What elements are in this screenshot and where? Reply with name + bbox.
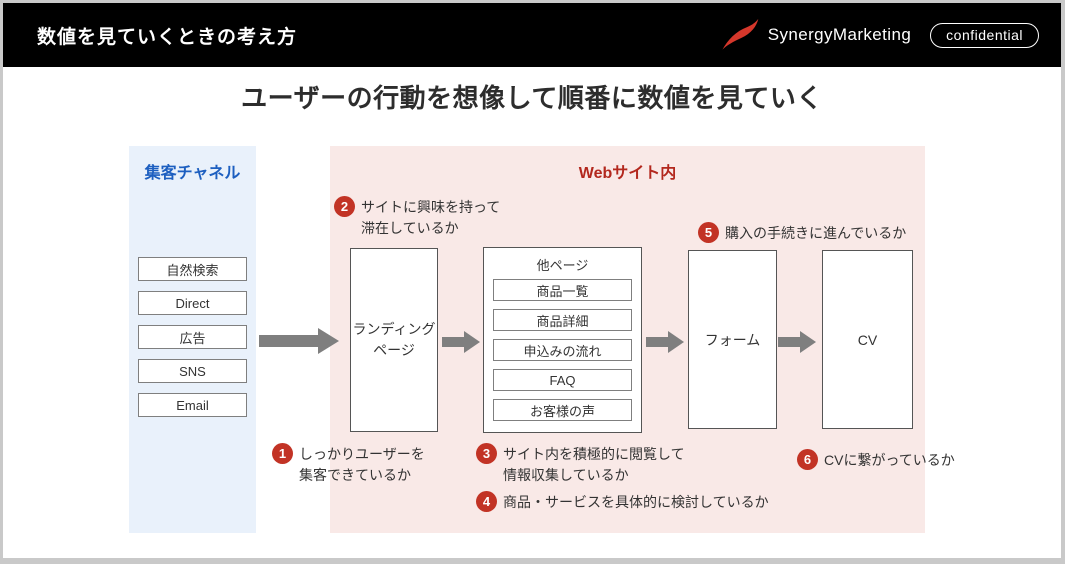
annotation-line: 購入の手続きに進んでいるか xyxy=(725,225,907,241)
brand-name: SynergyMarketing xyxy=(767,25,912,44)
annotation-line: 滞在しているか xyxy=(361,220,459,236)
flow-arrow-channels-to-landing xyxy=(259,328,339,354)
brand-block: SynergyMarketing confidential xyxy=(721,18,1039,52)
form-box: フォーム xyxy=(688,250,777,429)
channel-box-organic: 自然検索 xyxy=(138,257,247,281)
arrow-head xyxy=(318,328,339,354)
other-page-item-faq: FAQ xyxy=(493,369,632,391)
number-badge-4: 4 xyxy=(476,491,497,512)
landing-page-box: ランディング ページ xyxy=(350,248,438,432)
other-pages-title: 他ページ xyxy=(536,258,589,273)
other-pages-list: 商品一覧 商品詳細 申込みの流れ FAQ お客様の声 xyxy=(493,279,632,421)
annotation-4: 4 商品・サービスを具体的に検討しているか xyxy=(476,491,769,513)
arrow-head xyxy=(668,331,684,353)
arrow-shaft xyxy=(442,337,467,347)
arrow-shaft xyxy=(646,337,671,347)
annotation-2: 2 サイトに興味を持って 滞在しているか xyxy=(334,196,500,239)
channel-box-sns: SNS xyxy=(138,359,247,383)
other-page-item-product-list: 商品一覧 xyxy=(493,279,632,301)
landing-page-label-line2: ページ xyxy=(373,342,415,358)
channel-box-direct: Direct xyxy=(138,291,247,315)
confidential-badge: confidential xyxy=(930,22,1039,48)
annotation-text: CVに繋がっているか xyxy=(824,449,955,471)
channel-box-email: Email xyxy=(138,393,247,417)
flow-arrow-form-to-cv xyxy=(778,331,816,353)
annotation-6: 6 CVに繋がっているか xyxy=(797,449,955,471)
number-badge-5: 5 xyxy=(698,222,719,243)
other-pages-box: 他ページ 商品一覧 商品詳細 申込みの流れ FAQ お客様の声 xyxy=(483,247,642,433)
number-badge-6: 6 xyxy=(797,449,818,470)
cv-box: CV xyxy=(822,250,913,429)
annotation-text: 商品・サービスを具体的に検討しているか xyxy=(503,491,769,513)
number-badge-2: 2 xyxy=(334,196,355,217)
annotation-line: 集客できているか xyxy=(299,467,411,483)
other-page-item-testimonials: お客様の声 xyxy=(493,399,632,421)
annotation-line: サイト内を積極的に閲覧して xyxy=(503,446,685,462)
annotation-text: サイトに興味を持って 滞在しているか xyxy=(361,196,500,239)
page-title: ユーザーの行動を想像して順番に数値を見ていく xyxy=(241,83,823,113)
channels-panel-title: 集客チャネル xyxy=(144,165,241,182)
header-bar: 数値を見ていくときの考え方 SynergyMarketing confident… xyxy=(3,3,1061,67)
arrow-head xyxy=(464,331,480,353)
slide-title: 数値を見ていくときの考え方 xyxy=(37,26,298,48)
channel-list: 自然検索 Direct 広告 SNS Email xyxy=(138,257,247,417)
arrow-head xyxy=(800,331,816,353)
annotation-line: サイトに興味を持って xyxy=(361,199,501,215)
other-page-item-product-detail: 商品詳細 xyxy=(493,309,632,331)
flow-arrow-other-to-form xyxy=(646,331,684,353)
arrow-shaft xyxy=(259,335,321,347)
number-badge-1: 1 xyxy=(272,443,293,464)
arrow-shaft xyxy=(778,337,803,347)
channels-panel: 集客チャネル 自然検索 Direct 広告 SNS Email xyxy=(129,146,256,533)
annotation-text: サイト内を積極的に閲覧して 情報収集しているか xyxy=(503,443,685,486)
annotation-line: CVに繋がっているか xyxy=(824,452,955,468)
landing-page-label-line1: ランディング xyxy=(352,321,436,337)
annotation-line: 商品・サービスを具体的に検討しているか xyxy=(503,494,769,510)
annotation-line: しっかりユーザーを xyxy=(299,446,425,462)
other-page-item-application-flow: 申込みの流れ xyxy=(493,339,632,361)
annotation-text: 購入の手続きに進んでいるか xyxy=(725,222,906,244)
channel-box-ads: 広告 xyxy=(138,325,247,349)
flow-arrow-landing-to-other xyxy=(442,331,480,353)
number-badge-3: 3 xyxy=(476,443,497,464)
website-panel-title: Webサイト内 xyxy=(578,165,677,182)
annotation-1: 1 しっかりユーザーを 集客できているか xyxy=(272,443,425,486)
synergy-logo-icon xyxy=(722,18,759,50)
annotation-3: 3 サイト内を積極的に閲覧して 情報収集しているか xyxy=(476,443,685,486)
annotation-line: 情報収集しているか xyxy=(503,467,629,483)
annotation-text: しっかりユーザーを 集客できているか xyxy=(299,443,425,486)
annotation-5: 5 購入の手続きに進んでいるか xyxy=(698,222,906,244)
